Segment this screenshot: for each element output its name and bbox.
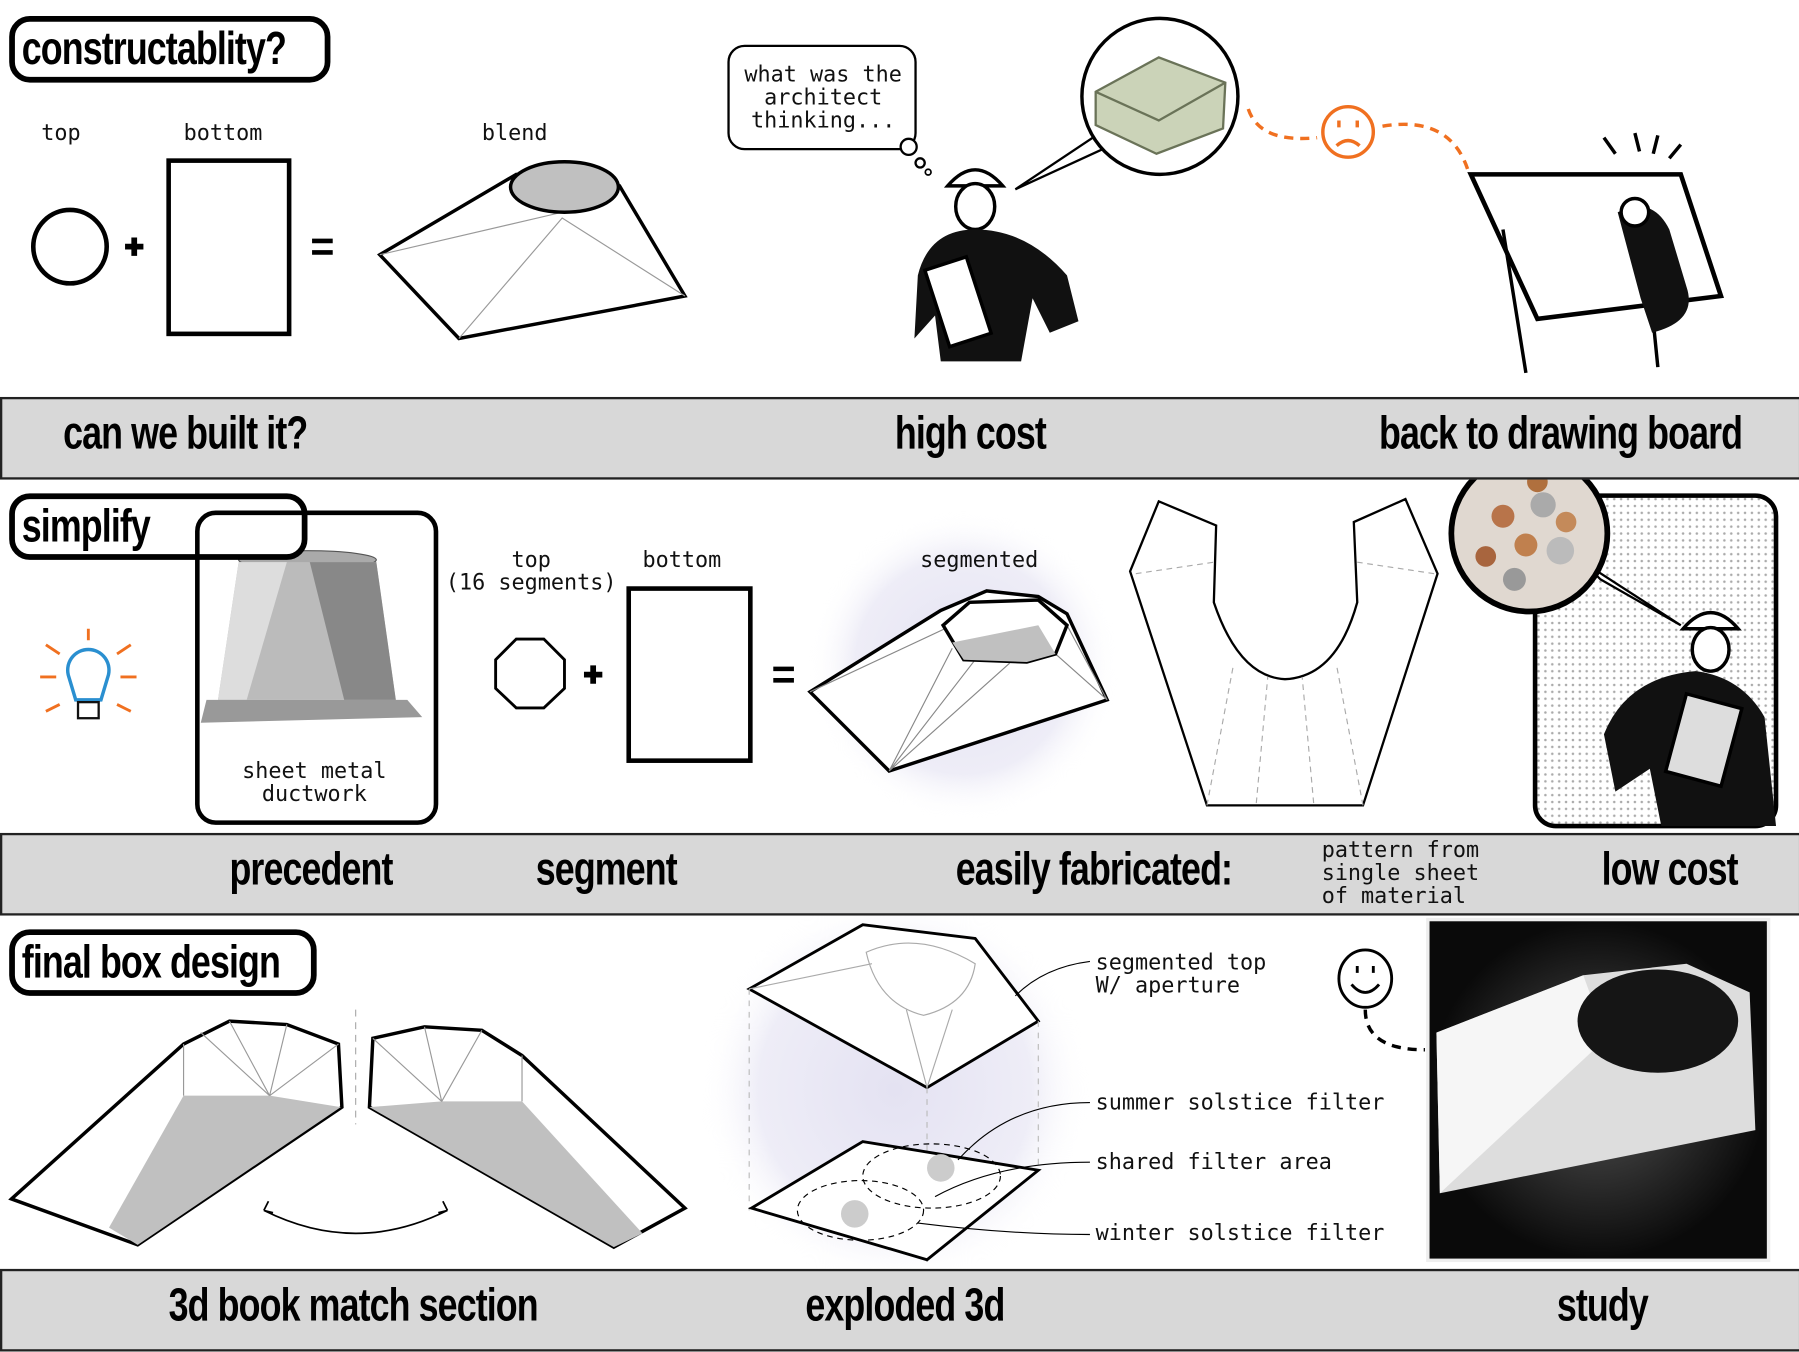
section-title-final-box-design: final box design [9,929,317,996]
band-row-3: 3d book match section exploded 3d study [0,1268,1799,1352]
unfolded-pattern [1128,497,1439,807]
caption-low-cost: low cost [1601,844,1739,895]
blend-shape [377,160,688,341]
plus-icon [583,665,603,684]
book-match-right [367,1025,688,1250]
money-stack-icon [1080,16,1240,177]
caption-book-match: 3d book match section [168,1280,539,1331]
sun-icon [927,1154,955,1182]
precedent-caption: sheet metal ductwork [242,758,387,807]
callout-winter-filter: winter solstice filter [1095,1220,1385,1246]
caption-exploded-3d: exploded 3d [805,1280,1005,1331]
precedent-card [195,510,439,825]
label-segmented: segmented [920,547,1039,573]
smiley-dashed-line [1363,1009,1425,1052]
drafting-board-figure [1467,132,1725,374]
caption-pattern: pattern from single sheet of material [1321,837,1480,909]
caption-back-to-drawing-board: back to drawing board [1379,408,1743,459]
exploded-top-panel [746,923,1041,1263]
study-model-photo [1426,917,1771,1263]
callout-shared-filter: shared filter area [1095,1149,1332,1175]
callout-leaders [917,960,1091,1236]
label-blend: blend [481,120,548,146]
thought-text: what was the architect thinking... [744,61,902,134]
exploded-filter-panel [747,1140,1042,1262]
lightbulb-icon [40,628,137,720]
callout-segmented-top: segmented top W/ aperture [1095,949,1267,999]
thought-bubble [727,44,932,176]
label-bottom: bottom [183,120,263,146]
ductwork-photo [200,550,423,723]
caption-can-we-build: can we built it? [63,408,308,459]
rect-bottom-shape [626,586,753,763]
label-top: top [41,120,81,146]
caption-study: study [1556,1280,1649,1331]
caption-high-cost: high cost [894,408,1047,459]
flip-arrow [263,1200,449,1235]
coins-icon [1448,452,1611,615]
smiley-icon [1337,948,1394,1009]
band-row-2: precedent segment easily fabricated: pat… [0,832,1799,916]
snowflake-icon [840,1200,869,1228]
book-match-left [8,1019,344,1247]
construction-worker-figure [914,168,1079,362]
orange-dashed-line [1246,108,1471,173]
circle-top-shape [30,207,109,286]
octagon-top-shape [494,637,566,710]
section-title-constructability: constructablity? [9,16,331,83]
caption-easily-fabricated: easily fabricated: [955,844,1233,895]
equals-icon [773,666,794,683]
callout-summer-filter: summer solstice filter [1095,1089,1385,1116]
caption-segment: segment [535,844,678,895]
caption-precedent: precedent [229,844,393,895]
segmented-shape [807,589,1110,773]
equals-icon [312,238,333,255]
section-title-simplify: simplify [9,493,308,560]
sad-face-icon [1321,104,1376,159]
plus-icon [125,237,144,256]
label-bottom: bottom [642,547,722,573]
label-top-16-segments: top (16 segments) [445,547,617,596]
band-row-1: can we built it? high cost back to drawi… [0,396,1799,480]
rect-bottom-shape [166,158,292,337]
